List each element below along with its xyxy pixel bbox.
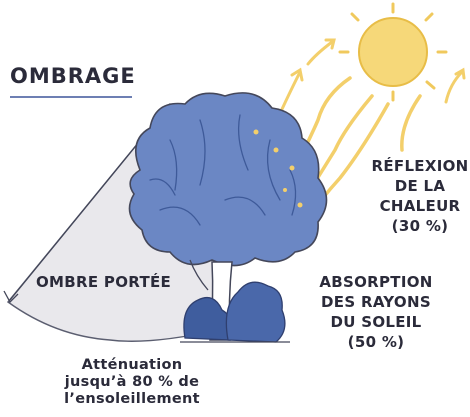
absorption-label: ABSORPTION DES RAYONS DU SOLEIL (50 %) [310, 272, 442, 352]
attenuation-line-1: Atténuation [58, 357, 206, 374]
reflection-line-1: RÉFLEXION [368, 156, 470, 176]
reflection-label: RÉFLEXION DE LA CHALEUR (30 %) [368, 156, 470, 236]
sun [340, 4, 446, 100]
reflection-line-3: CHALEUR [368, 196, 470, 216]
absorption-line-4: (50 %) [310, 332, 442, 352]
reflection-line-4: (30 %) [368, 216, 470, 236]
absorption-line-1: ABSORPTION [310, 272, 442, 292]
attenuation-line-3: l’ensoleillement [58, 391, 206, 408]
shrub-right [226, 282, 285, 342]
absorption-line-3: DU SOLEIL [310, 312, 442, 332]
cast-shadow-label: OMBRE PORTÉE [36, 273, 171, 291]
attenuation-label: Atténuation jusqu’à 80 % de l’ensoleille… [58, 357, 206, 408]
reflection-line-2: DE LA [368, 176, 470, 196]
title-underline [10, 96, 132, 98]
page-title: OMBRAGE [10, 64, 136, 88]
attenuation-line-2: jusqu’à 80 % de [58, 374, 206, 391]
absorption-line-2: DES RAYONS [310, 292, 442, 312]
